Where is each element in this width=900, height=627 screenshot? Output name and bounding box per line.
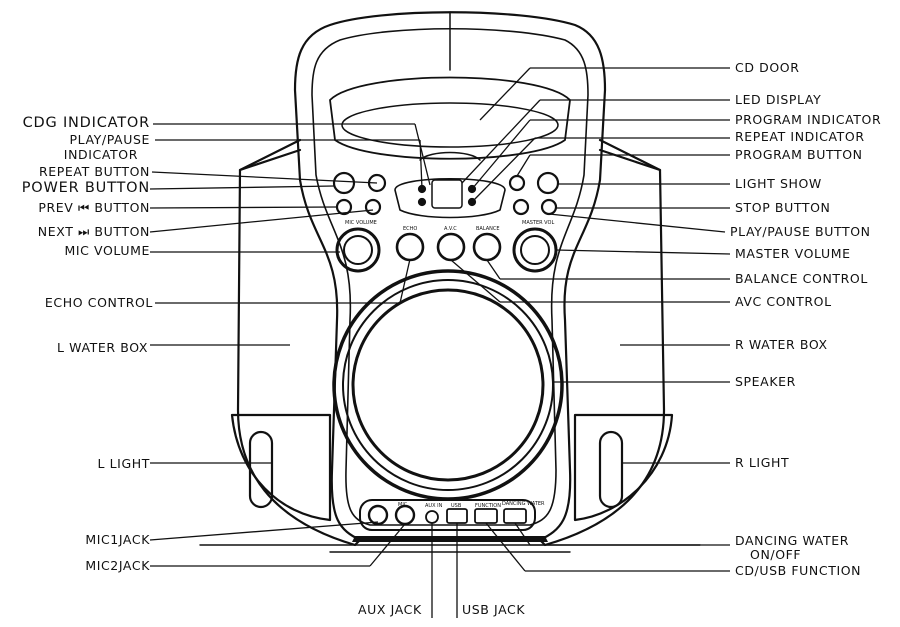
label-l-light: L LIGHT	[97, 456, 150, 471]
aux-jack-shape	[425, 510, 439, 524]
panel-balance-text: BALANCE	[476, 226, 500, 232]
left-wing-top	[238, 148, 302, 172]
label-mic1-jack: MIC1JACK	[85, 532, 150, 547]
label-master-volume: MASTER VOLUME	[735, 246, 851, 261]
label-echo-control: ECHO CONTROL	[44, 295, 153, 310]
label-cd-door: CD DOOR	[735, 60, 800, 75]
main-body-inner	[311, 27, 589, 526]
label-avc-control: AVC CONTROL	[735, 294, 832, 309]
label-repeat-indicator: REPEAT INDICATOR	[735, 129, 865, 144]
label-play-pause-button: PLAY/PAUSE BUTTON	[730, 224, 871, 239]
panel-mic-text: MIC	[398, 502, 408, 508]
label-next-button: NEXT ⏭ BUTTON	[37, 224, 150, 239]
label-mic2-jack: MIC2JACK	[85, 558, 150, 573]
jack-strip	[359, 499, 536, 531]
power-button-shape	[332, 171, 356, 195]
label-usb-jack: USB JACK	[462, 602, 526, 617]
label-dancing-water-2: ON/OFF	[750, 547, 802, 562]
label-program-button: PROGRAM BUTTON	[735, 147, 863, 162]
program-button-shape	[508, 174, 526, 192]
mic-volume-knob	[335, 227, 381, 273]
panel-function-text: FUNCTION	[475, 503, 501, 509]
panel-mic-volume-text: MIC VOLUME	[345, 220, 377, 226]
function-button-shape	[474, 508, 498, 524]
avc-knob	[436, 232, 466, 262]
label-cdg-indicator: CDG INDICATOR	[22, 115, 150, 131]
label-aux-jack: AUX JACK	[358, 602, 422, 617]
panel-usb-text: USB	[451, 503, 462, 509]
stop-button-shape	[512, 198, 530, 216]
leader-lines	[149, 67, 731, 618]
left-light-box	[230, 413, 332, 522]
label-r-water-box: R WATER BOX	[735, 337, 828, 352]
next-button-shape	[364, 198, 382, 216]
label-dancing-water-1: DANCING WATER	[735, 533, 850, 548]
label-play-pause-indicator-2: INDICATOR	[63, 147, 138, 162]
speaker-ring-outer	[332, 269, 564, 501]
panel-dancing-water-text: DANCING WATER	[502, 501, 545, 507]
label-mic-volume: MIC VOLUME	[64, 243, 150, 258]
label-power-button: POWER BUTTON	[21, 180, 150, 196]
right-light-box	[573, 413, 674, 522]
label-prev-button: PREV ⏮ BUTTON	[38, 200, 150, 215]
speaker-ring-mid	[342, 279, 554, 491]
label-light-show: LIGHT SHOW	[735, 176, 822, 191]
echo-knob	[395, 232, 425, 262]
main-body-outer	[293, 11, 607, 542]
label-led-display: LED DISPLAY	[735, 92, 822, 107]
dancing-water-button-shape	[503, 508, 527, 524]
label-program-indicator: PROGRAM INDICATOR	[735, 112, 882, 127]
label-play-pause-indicator-1: PLAY/PAUSE	[69, 132, 150, 147]
light-show-button-shape	[536, 171, 560, 195]
panel-echo-text: ECHO	[403, 226, 417, 232]
label-r-light: R LIGHT	[735, 455, 790, 470]
label-speaker: SPEAKER	[735, 374, 796, 389]
mic2-jack-shape	[394, 504, 416, 526]
label-cd-usb-function: CD/USB FUNCTION	[735, 563, 862, 578]
left-light-window	[248, 430, 274, 509]
right-wing	[538, 138, 666, 547]
panel-master-volume-text: MASTER VOL	[522, 220, 554, 226]
label-balance-control: BALANCE CONTROL	[735, 271, 868, 286]
balance-knob	[472, 232, 502, 262]
panel-aux-in-text: AUX IN	[425, 503, 443, 509]
label-stop-button: STOP BUTTON	[735, 200, 831, 215]
cd-door-window	[341, 102, 559, 148]
speaker-cone	[351, 288, 545, 482]
right-light-window	[598, 430, 624, 509]
label-l-water-box: L WATER BOX	[57, 340, 148, 355]
label-repeat-button: REPEAT BUTTON	[39, 164, 150, 179]
led-display	[431, 179, 463, 209]
play-pause-button-shape	[540, 198, 558, 216]
panel-avc-text: A.V.C	[444, 226, 457, 232]
usb-jack-shape	[446, 508, 468, 524]
right-wing-top	[598, 148, 662, 172]
mic1-jack-shape	[367, 504, 389, 526]
